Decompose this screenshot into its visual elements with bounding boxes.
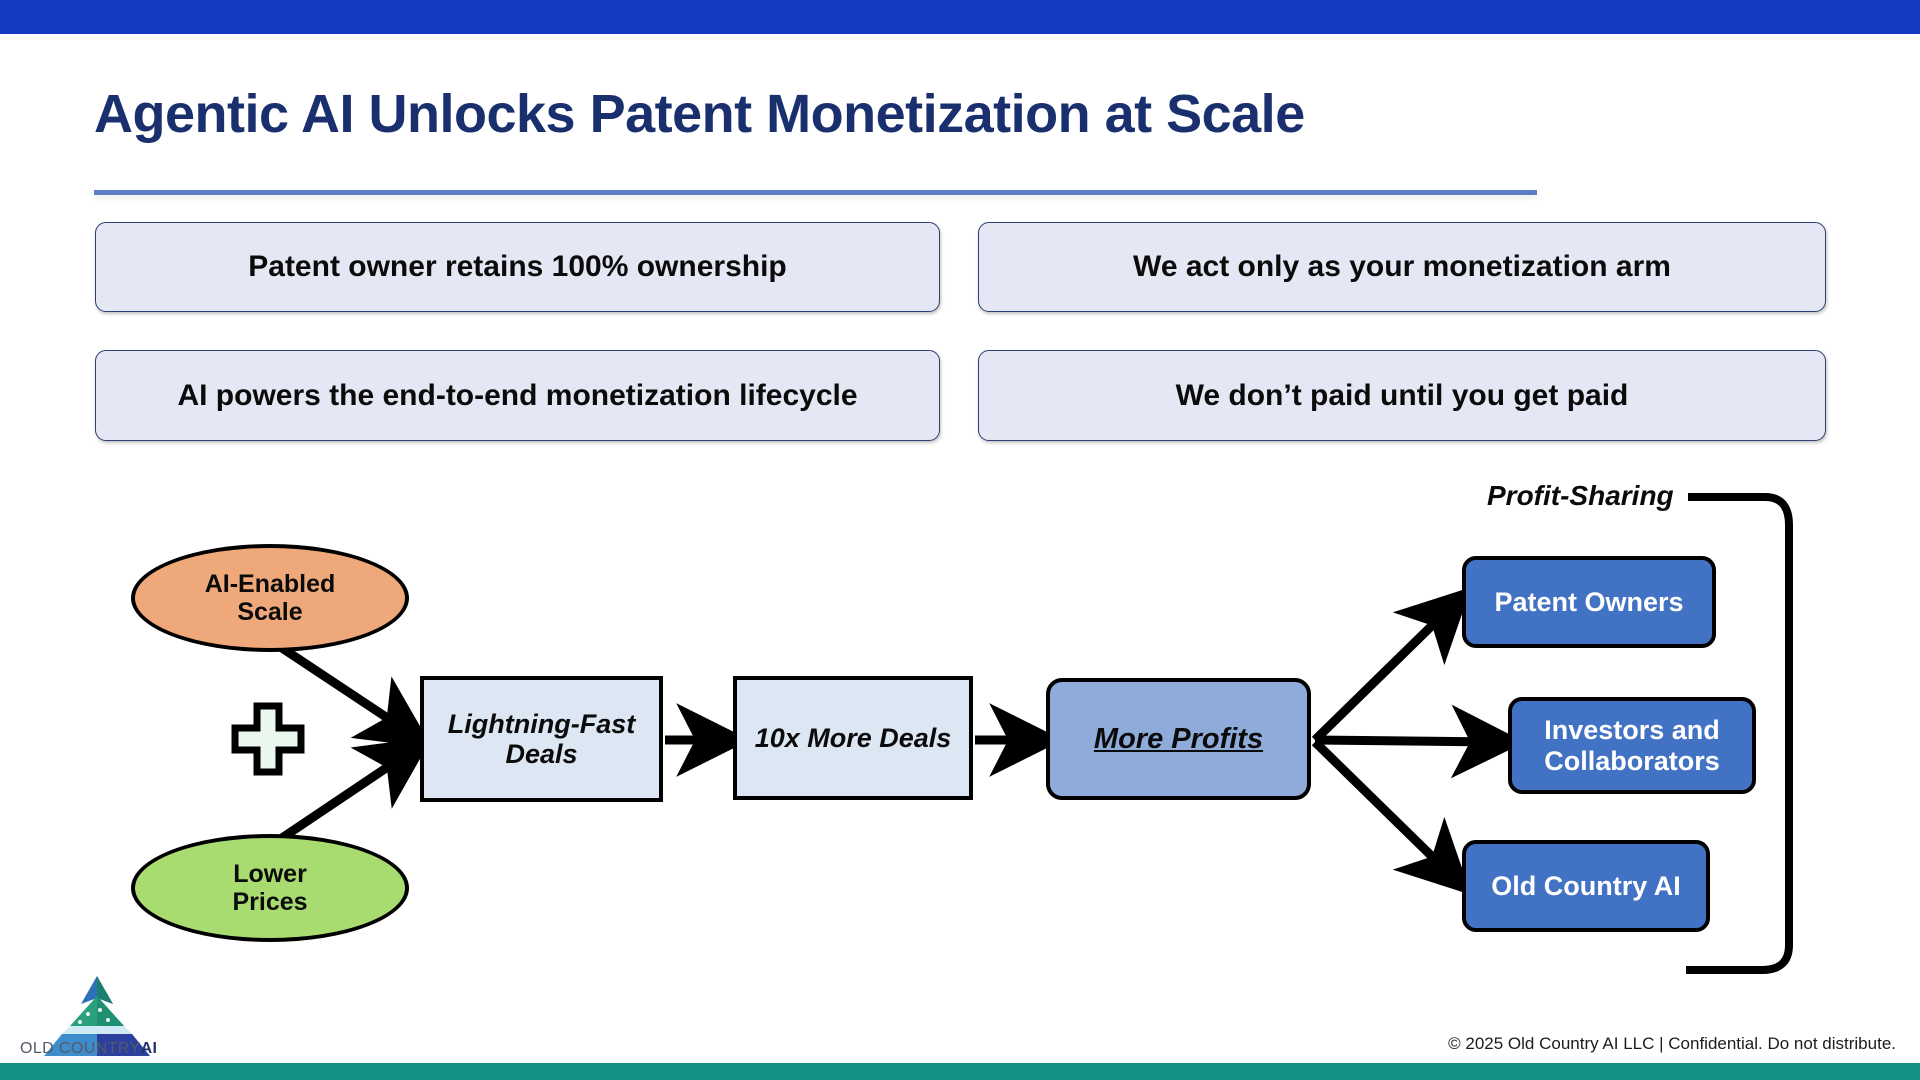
claim-box-lifecycle: AI powers the end-to-end monetization li…: [95, 350, 940, 441]
logo-name-accent: AI: [140, 1040, 158, 1057]
top-accent-bar: [0, 0, 1920, 34]
footer-copyright: © 2025 Old Country AI LLC | Confidential…: [1448, 1034, 1896, 1053]
diagram-node-10x-more-deals: 10x More Deals: [733, 676, 973, 800]
logo-name-main: OLD COUNTRY: [20, 1040, 141, 1057]
diagram-node-more-profits: More Profits: [1046, 678, 1311, 800]
diagram-node-patent-owners: Patent Owners: [1462, 556, 1716, 648]
connector-profits-to-owners: [1311, 587, 1472, 744]
title-divider: [94, 190, 1537, 195]
claim-label: We don’t paid until you get paid: [1175, 378, 1629, 412]
connector-profits-to-investors: [1314, 704, 1525, 779]
pyramid-mountain-icon: [44, 976, 150, 1056]
claim-label: We act only as your monetization arm: [1133, 250, 1671, 283]
claim-box-payment: We don’t paid until you get paid: [978, 350, 1826, 441]
node-label: Old Country AI: [1491, 870, 1681, 901]
logo-wordmark: OLD COUNTRYAI: [20, 1040, 157, 1058]
claim-label: AI powers the end-to-end monetization li…: [177, 378, 858, 412]
page-title: Agentic AI Unlocks Patent Monetization a…: [94, 84, 1305, 144]
node-label: More Profits: [1093, 722, 1264, 755]
plus-icon: [231, 702, 305, 776]
claim-box-monetization-arm: We act only as your monetization arm: [978, 222, 1826, 312]
claim-label: Patent owner retains 100% ownership: [248, 250, 787, 283]
claim-box-ownership: Patent owner retains 100% ownership: [95, 222, 940, 312]
node-label: 10x More Deals: [754, 722, 952, 753]
bottom-accent-bar: [0, 1063, 1920, 1080]
connector-profits-to-oldcountry: [1311, 738, 1472, 895]
node-label: Patent Owners: [1494, 586, 1684, 617]
diagram-node-old-country-ai: Old Country AI: [1462, 840, 1710, 932]
profit-sharing-label: Profit-Sharing: [1487, 480, 1674, 511]
